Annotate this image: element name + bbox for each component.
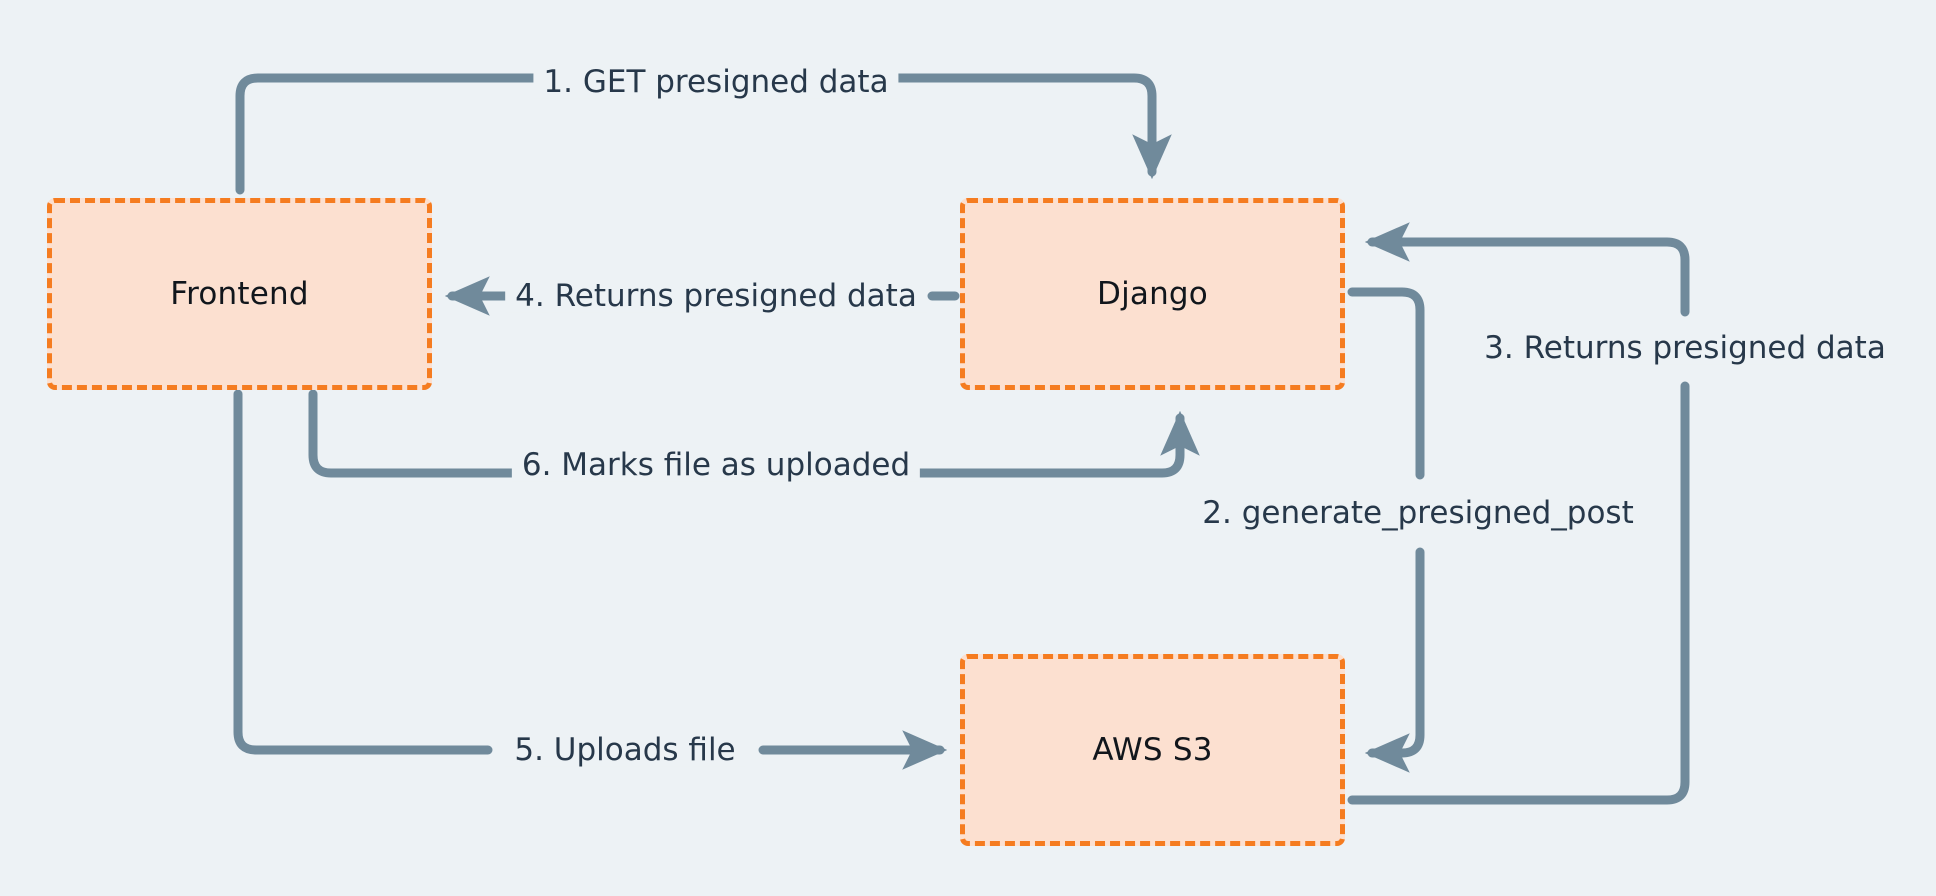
edge-label-5: 5. Uploads file — [504, 733, 746, 767]
edge-label-3: 3. Returns presigned data — [1474, 331, 1896, 365]
node-frontend[interactable]: Frontend — [47, 198, 432, 390]
edge-label-1: 1. GET presigned data — [533, 65, 899, 99]
node-aws-s3[interactable]: AWS S3 — [960, 654, 1345, 846]
node-aws-s3-label: AWS S3 — [1092, 731, 1213, 768]
edge-5-path — [233, 389, 940, 750]
node-django-label: Django — [1097, 275, 1208, 312]
edge-label-6: 6. Marks file as uploaded — [511, 448, 921, 482]
edge-6-path — [308, 394, 1180, 478]
edge-3-path — [1352, 242, 1690, 805]
edge-1-path — [235, 73, 1152, 190]
node-django[interactable]: Django — [960, 198, 1345, 390]
node-frontend-label: Frontend — [170, 275, 309, 312]
edge-label-4: 4. Returns presigned data — [505, 279, 927, 313]
edge-label-2: 2. generate_presigned_post — [1192, 496, 1644, 530]
edge-2-path — [1352, 287, 1425, 753]
